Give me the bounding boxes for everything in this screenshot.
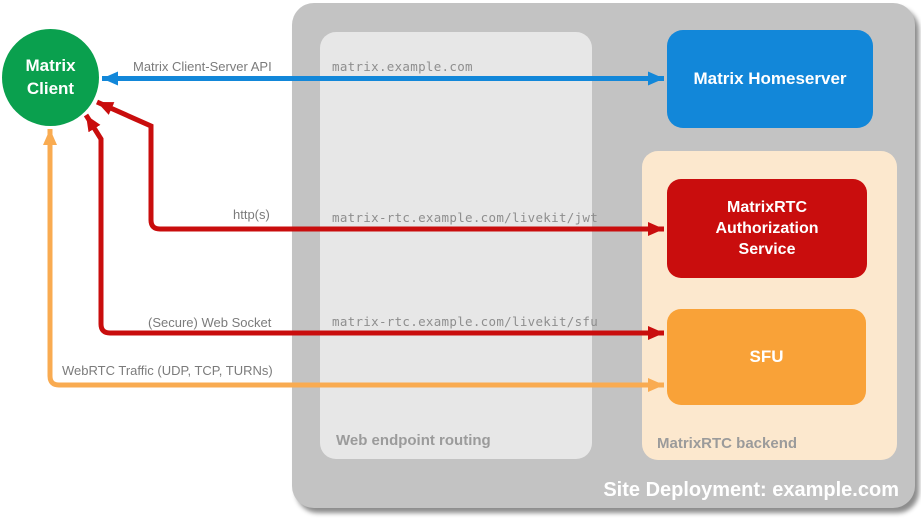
matrix-homeserver-label: Matrix Homeserver	[693, 69, 847, 88]
web-endpoint-routing-label: Web endpoint routing	[336, 432, 491, 449]
sfu-label: SFU	[749, 347, 784, 366]
webrtc-traffic-label: WebRTC Traffic (UDP, TCP, TURNs)	[62, 363, 273, 378]
client-server-api-label: Matrix Client-Server API	[133, 59, 272, 74]
matrixrtc-auth-service-node: MatrixRTC Authorization Service	[667, 179, 867, 278]
site-deployment-label: Site Deployment: example.com	[603, 479, 899, 501]
matrixrtc-backend-label: MatrixRTC backend	[657, 435, 798, 452]
matrix-homeserver-node: Matrix Homeserver	[667, 30, 873, 128]
matrixrtc-auth-service-label: MatrixRTC Authorization Service	[715, 198, 819, 259]
matrix-client-label: Matrix Client	[25, 56, 76, 98]
https-label: http(s)	[233, 207, 270, 222]
endpoint-label-livekit-sfu: matrix-rtc.example.com/livekit/sfu	[332, 314, 599, 329]
sfu-node: SFU	[667, 309, 866, 405]
web-socket-label: (Secure) Web Socket	[148, 315, 272, 330]
matrix-client-node: Matrix Client	[2, 29, 99, 126]
web-endpoint-routing-box: Web endpoint routing	[320, 32, 592, 459]
endpoint-label-homeserver: matrix.example.com	[332, 59, 473, 74]
endpoint-label-livekit-jwt: matrix-rtc.example.com/livekit/jwt	[332, 210, 599, 225]
